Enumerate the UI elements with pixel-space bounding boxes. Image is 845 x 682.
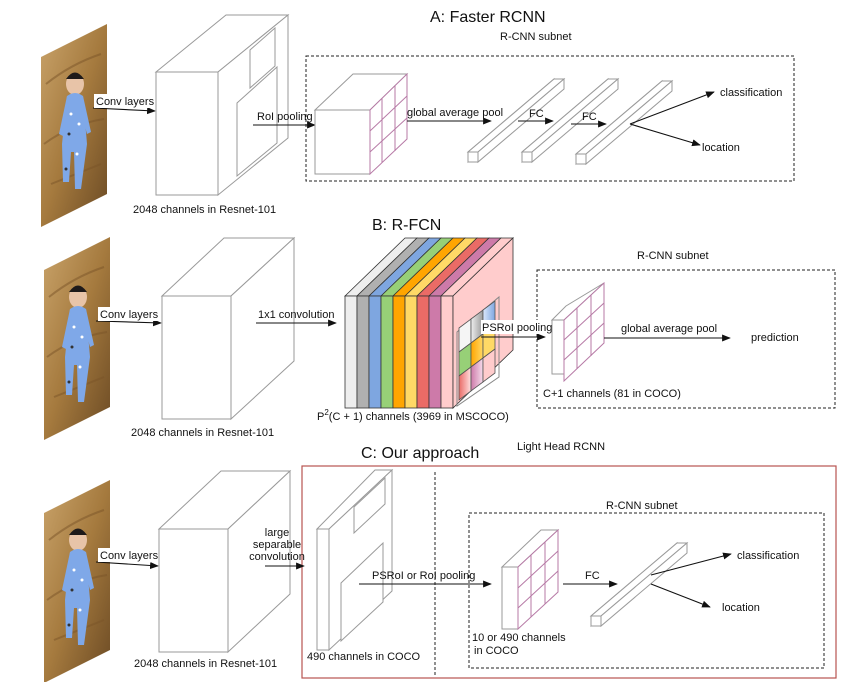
backbone-box-c — [157, 469, 292, 654]
loc-arrow-c — [650, 583, 711, 608]
score-slice — [344, 295, 358, 409]
backbone-caption-b: 2048 channels in Resnet-101 — [131, 427, 274, 439]
loc-output-a: location — [702, 142, 740, 154]
pooled-map-b — [550, 281, 605, 383]
fc-bar-c — [589, 541, 689, 628]
subnet-box-c — [468, 512, 825, 669]
cls-output-a: classification — [720, 87, 782, 99]
pooled-caption-b: C+1 channels (81 in COCO) — [543, 388, 681, 400]
light-head-box — [301, 465, 837, 679]
fc-bar-2-a — [520, 77, 620, 164]
cls-arrow-a — [629, 91, 715, 125]
conv-arrow-b — [95, 319, 162, 327]
backbone-box-a — [154, 13, 290, 197]
input-image-c — [43, 479, 111, 682]
psroi-label-b: PSRoI pooling — [482, 322, 552, 334]
score-slice — [356, 295, 370, 409]
panel-c-title: C: Our approach — [361, 445, 479, 462]
roi-bin — [482, 348, 496, 383]
loc-output-c: location — [722, 602, 760, 614]
score-slice — [404, 295, 418, 409]
fc-bar-3-a — [574, 79, 674, 166]
gap-label-a: global average pool — [407, 107, 503, 119]
lsc-label-line3: convolution — [249, 551, 305, 563]
conv-label-bg — [94, 94, 154, 108]
subnet-box-b — [536, 269, 836, 409]
backbone-box-b — [160, 236, 296, 421]
lsc-label-line1: large — [265, 527, 289, 539]
conv-arrow-c — [95, 561, 159, 570]
panel-c-our-approach: C: Our approach Light Head RCNN Conv lay… — [43, 441, 837, 682]
fc-label-c: FC — [585, 570, 600, 582]
score-slice — [380, 295, 394, 409]
panel-b-subnet-label: R-CNN subnet — [637, 250, 709, 262]
panel-a-title: A: Faster RCNN — [430, 9, 546, 26]
conv-label-bg-c — [98, 548, 158, 562]
input-image-b — [43, 236, 111, 441]
cls-arrow-c — [650, 552, 732, 576]
conv-label-c: Conv layers — [100, 550, 159, 562]
score-slice — [368, 295, 382, 409]
backbone-caption-c: 2048 channels in Resnet-101 — [134, 658, 277, 670]
pooled-caption-c-line1: 10 or 490 channels — [472, 632, 566, 644]
score-slice — [440, 295, 454, 409]
conv-label-bg-b — [98, 307, 158, 321]
score-slice — [428, 295, 442, 409]
gap-label-b: global average pool — [621, 323, 717, 335]
panel-b-title: B: R-FCN — [372, 217, 441, 234]
pooled-cube-a — [313, 72, 409, 176]
subnet-box-a — [305, 55, 795, 182]
conv1x1-label-b: 1x1 convolution — [258, 309, 334, 321]
pooled-map-c — [500, 528, 560, 631]
thin-feature-map-c — [315, 468, 394, 652]
thin-caption-c: 490 channels in COCO — [307, 651, 421, 663]
score-caption-b: P2(C + 1) channels (3969 in MSCOCO) — [317, 408, 509, 423]
loc-arrow-a — [629, 123, 701, 147]
fc1-label-a: FC — [529, 108, 544, 120]
pool-label-c: PSRoI or RoI pooling — [372, 570, 475, 582]
conv-label-a: Conv layers — [96, 96, 155, 108]
psroi-label-bg — [481, 320, 551, 334]
cls-output-c: classification — [737, 550, 799, 562]
prediction-output-b: prediction — [751, 332, 799, 344]
backbone-caption-a: 2048 channels in Resnet-101 — [133, 204, 276, 216]
panel-a-faster-rcnn: A: Faster RCNN R-CNN subnet Conv layers … — [40, 9, 795, 228]
score-slice — [392, 295, 406, 409]
input-image-a — [40, 23, 108, 228]
conv-label-b: Conv layers — [100, 309, 159, 321]
pooled-caption-c-line2: in COCO — [474, 645, 519, 657]
score-slice — [416, 295, 430, 409]
fc2-label-a: FC — [582, 111, 597, 123]
lsc-label-line2: separable — [253, 539, 301, 551]
panel-a-subnet-label: R-CNN subnet — [500, 31, 572, 43]
conv-arrow-a — [92, 107, 156, 115]
roi-pool-label-a: RoI pooling — [257, 111, 313, 123]
panel-b-rfcn: B: R-FCN R-CNN subnet Conv layers 2048 c… — [43, 217, 836, 441]
panel-c-subnet-label: R-CNN subnet — [606, 500, 678, 512]
light-head-label: Light Head RCNN — [517, 441, 605, 453]
